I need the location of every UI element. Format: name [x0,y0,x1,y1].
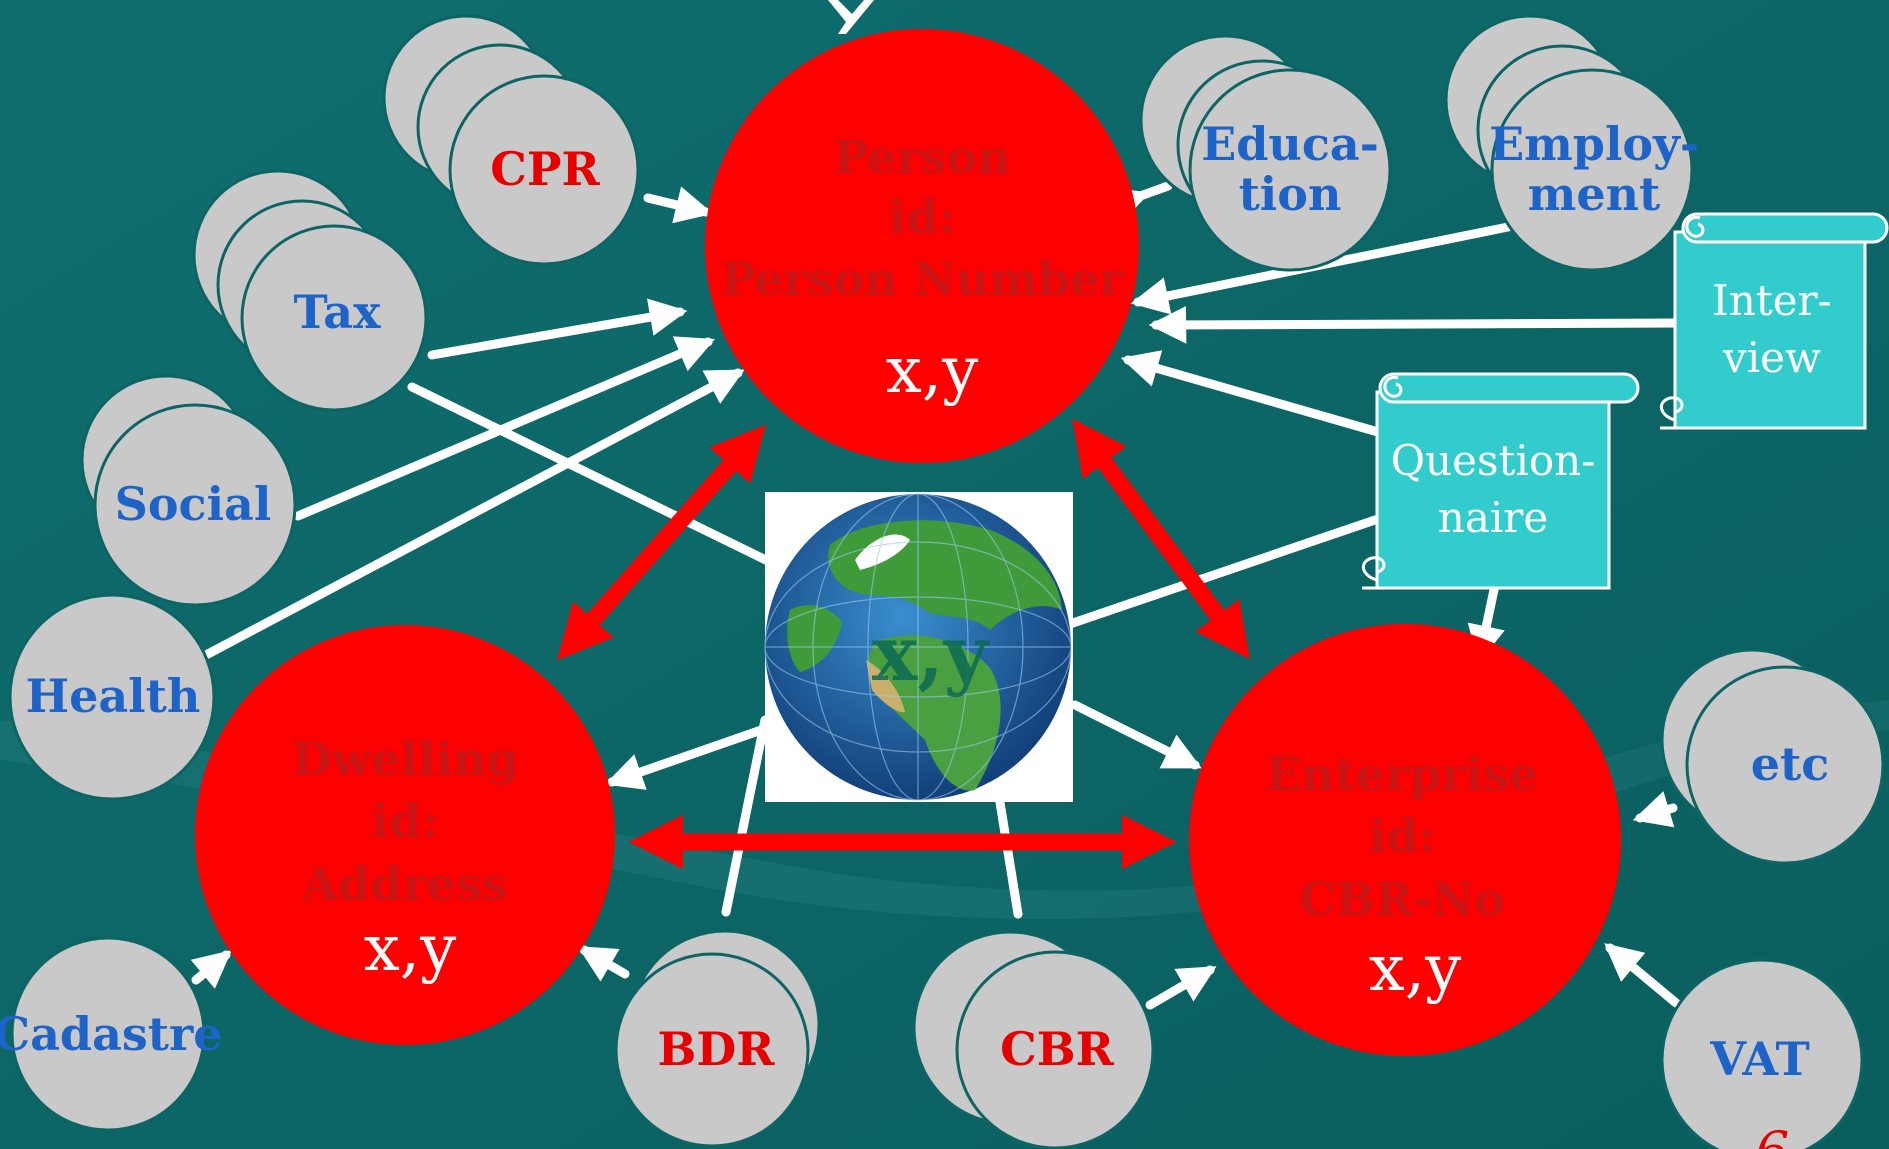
social-label: Social [115,477,272,531]
globe-grid [764,493,1072,801]
enterprise-hub-id-value: CBR-No [1299,872,1505,926]
slide-number: 6 [1755,1120,1789,1149]
enterprise-hub-coords: x,y [1369,932,1462,1006]
arrow-interview-person [1148,305,1688,344]
interview-label-line2: view [1722,333,1821,382]
questionnaire-scroll-curl-bottom [1361,556,1402,590]
arrow-etc-enterprise [1632,791,1678,828]
globe-coords: x,y [872,609,990,698]
enterprise-hub-labels: Enterprise id: CBR-No [1266,747,1538,926]
arrow-cadastre-dwelling [190,950,232,989]
arrow-tax-person [427,298,688,360]
health-register [8,593,216,801]
cbr-label: CBR [1000,1022,1114,1076]
health-label: Health [26,669,201,723]
vat-register [1660,958,1864,1149]
title-fragment [828,0,874,34]
questionnaire-label-line1: Question- [1391,436,1596,485]
education-label-line1: Educa- [1201,117,1379,171]
person-hub-title: Person [834,130,1011,184]
globe-desert [866,660,905,713]
enterprise-hub-title: Enterprise [1266,747,1538,801]
person-hub [705,29,1139,463]
employment-label-line1: Employ- [1489,117,1699,171]
enterprise-hub [1189,624,1621,1056]
arrow-cbr-enterprise [1145,965,1217,1010]
bdr-label: BDR [658,1022,776,1076]
tax-label: Tax [293,285,381,339]
tax-register [240,224,428,412]
arrow-globe-enterprise [1070,700,1202,770]
person-hub-coords: x,y [886,334,979,408]
interview-scroll-top-roll [1681,212,1889,244]
cbr-register [955,950,1155,1149]
employment-label-line2: ment [1528,167,1661,221]
dwelling-hub-id-label: id: [372,794,439,848]
arrow-vat-enterprise [1604,943,1681,1008]
arrow-bdr-dwelling [577,945,630,982]
questionnaire-label-line2: naire [1438,493,1548,542]
etc-label: etc [1751,737,1830,791]
interview-label-line1: Inter- [1712,276,1832,325]
person-hub-id-value: Person Number [721,252,1124,306]
dwelling-hub-labels: Dwelling id: Address [292,732,519,911]
link-person-dwelling [557,424,766,661]
globe-picture [764,492,1073,802]
interview-scroll-body [1673,230,1867,430]
arrow-globe-dwelling [604,722,775,790]
bdr-register [614,952,810,1148]
arrow-cpr-person [643,186,714,224]
questionnaire-scroll-body [1375,390,1611,590]
vat-label: VAT [1709,1032,1810,1086]
enterprise-hub-id-label: id: [1369,809,1436,863]
etc-register [1685,665,1885,865]
dwelling-hub-coords: x,y [364,912,457,986]
questionnaire-scroll-top-roll [1378,372,1640,404]
questionnaire-scroll-curl-top [1383,375,1403,398]
link-person-enterprise [1072,418,1250,660]
interview-scroll-curl-top [1685,215,1705,238]
dwelling-hub-id-value: Address [301,857,507,911]
arrow-health-person [201,368,745,660]
education-register [1188,68,1392,272]
social-register [93,403,297,607]
cadastre-label: Cadastre [0,1007,223,1061]
interview-scroll-curl-bottom [1659,396,1700,430]
globe-land-west [787,605,842,672]
person-hub-labels: Person id: Person Number [721,130,1124,306]
cpr-register [448,74,640,266]
employment-register [1490,68,1694,272]
dwelling-hub-title: Dwelling [292,732,519,786]
dwelling-hub [195,625,615,1045]
interview-scroll [1659,212,1889,430]
arrow-social-person [293,336,715,521]
arrow-questionnaire-person [1120,350,1383,437]
questionnaire-scroll [1361,372,1640,590]
education-label-line2: tion [1239,167,1342,221]
person-hub-id-label: id: [889,190,956,244]
cpr-label: CPR [490,142,600,196]
arrow-education-person [1108,181,1173,224]
cadastre-register [10,936,206,1132]
